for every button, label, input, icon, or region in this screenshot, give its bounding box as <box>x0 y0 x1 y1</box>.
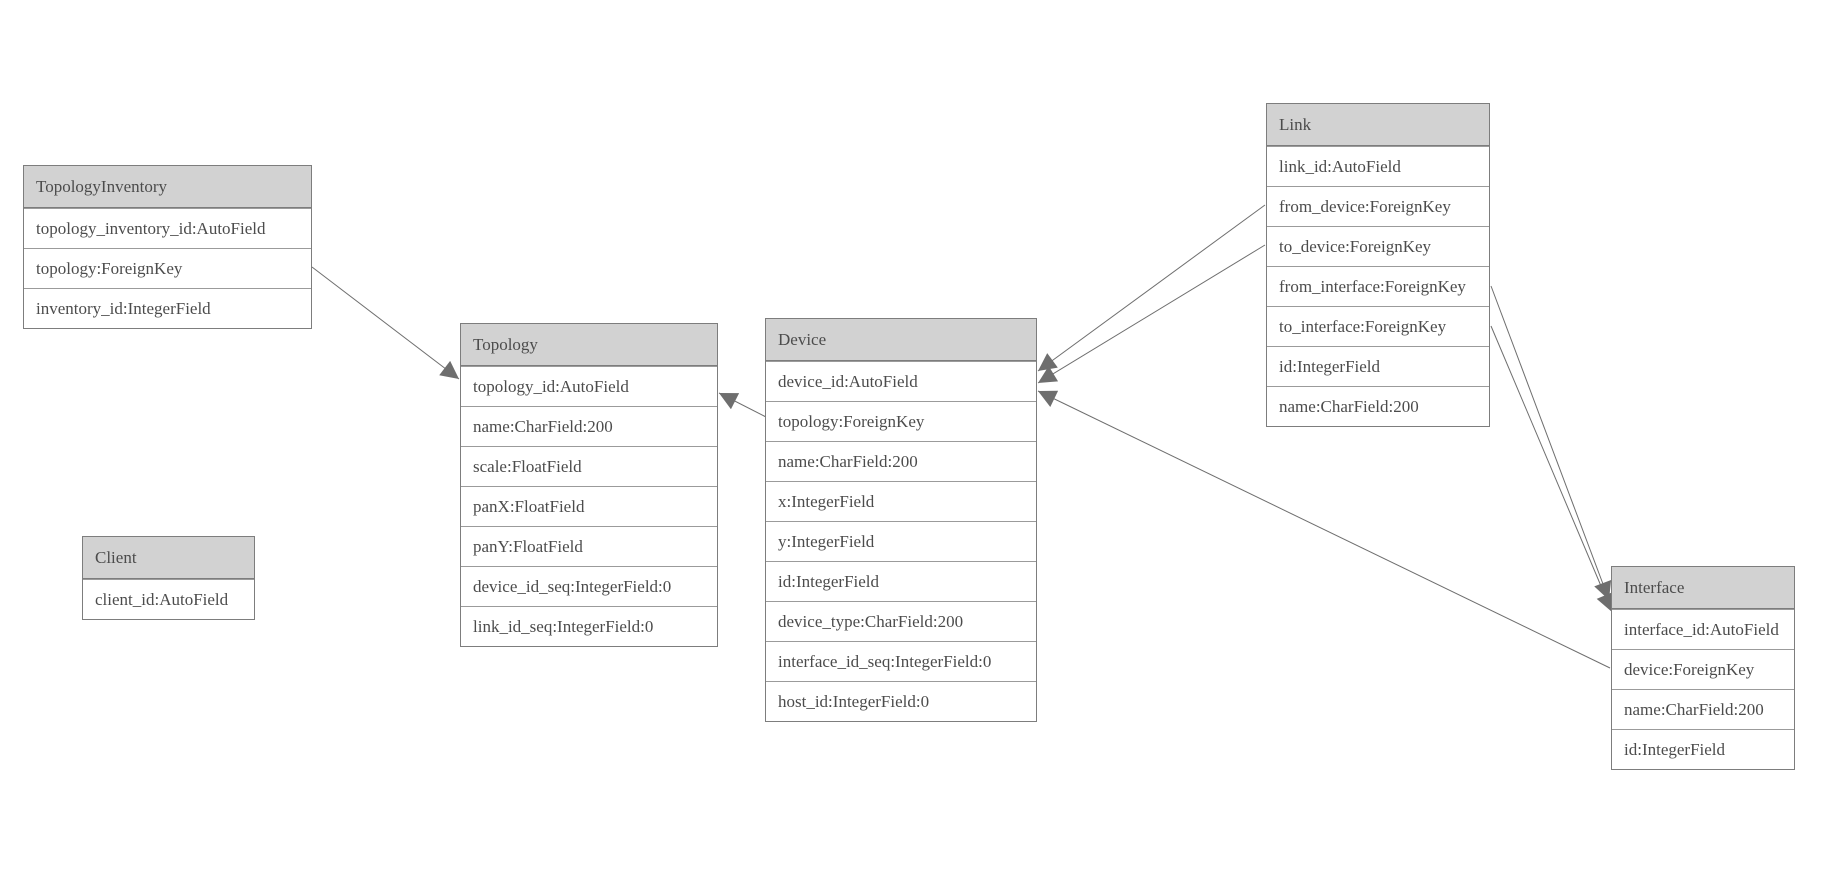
entity-field: device_id:AutoField <box>766 361 1036 401</box>
entity-field: to_interface:ForeignKey <box>1267 306 1489 346</box>
edge-interface-device <box>1037 390 1611 669</box>
entity-field: y:IntegerField <box>766 521 1036 561</box>
edge-link-frominterface-interface <box>1490 285 1612 601</box>
entity-topology: Topology topology_id:AutoField name:Char… <box>460 323 718 647</box>
entity-link: Link link_id:AutoField from_device:Forei… <box>1266 103 1490 427</box>
entity-field: device_type:CharField:200 <box>766 601 1036 641</box>
entity-field: topology:ForeignKey <box>24 248 311 288</box>
entity-field: link_id_seq:IntegerField:0 <box>461 606 717 646</box>
entity-field: name:CharField:200 <box>1612 689 1794 729</box>
edge-link-todevice-device <box>1037 244 1266 384</box>
entity-field: panY:FloatField <box>461 526 717 566</box>
edge-device-topology <box>718 392 767 418</box>
entity-field: id:IntegerField <box>1612 729 1794 769</box>
entity-title: Client <box>83 537 254 579</box>
entity-field: topology_inventory_id:AutoField <box>24 208 311 248</box>
entity-field: topology:ForeignKey <box>766 401 1036 441</box>
entity-field: topology_id:AutoField <box>461 366 717 406</box>
edge-link-fromdevice-device <box>1037 204 1266 372</box>
entity-field: name:CharField:200 <box>1267 386 1489 426</box>
entity-field: name:CharField:200 <box>461 406 717 446</box>
edge-topologyinventory-topology <box>311 266 460 380</box>
entity-field: interface_id_seq:IntegerField:0 <box>766 641 1036 681</box>
entity-field: interface_id:AutoField <box>1612 609 1794 649</box>
entity-title: Device <box>766 319 1036 361</box>
entity-client: Client client_id:AutoField <box>82 536 255 620</box>
entity-title: TopologyInventory <box>24 166 311 208</box>
entity-field: device:ForeignKey <box>1612 649 1794 689</box>
edge-link-tointerface-interface <box>1490 325 1614 613</box>
entity-field: inventory_id:IntegerField <box>24 288 311 328</box>
entity-interface: Interface interface_id:AutoField device:… <box>1611 566 1795 770</box>
entity-field: link_id:AutoField <box>1267 146 1489 186</box>
entity-field: device_id_seq:IntegerField:0 <box>461 566 717 606</box>
entity-topologyinventory: TopologyInventory topology_inventory_id:… <box>23 165 312 329</box>
entity-field: name:CharField:200 <box>766 441 1036 481</box>
entity-device: Device device_id:AutoField topology:Fore… <box>765 318 1037 722</box>
entity-field: from_interface:ForeignKey <box>1267 266 1489 306</box>
entity-field: id:IntegerField <box>766 561 1036 601</box>
entity-field: x:IntegerField <box>766 481 1036 521</box>
entity-field: to_device:ForeignKey <box>1267 226 1489 266</box>
entity-field: panX:FloatField <box>461 486 717 526</box>
entity-field: client_id:AutoField <box>83 579 254 619</box>
entity-title: Topology <box>461 324 717 366</box>
entity-title: Interface <box>1612 567 1794 609</box>
entity-field: from_device:ForeignKey <box>1267 186 1489 226</box>
entity-field: host_id:IntegerField:0 <box>766 681 1036 721</box>
entity-title: Link <box>1267 104 1489 146</box>
entity-field: scale:FloatField <box>461 446 717 486</box>
entity-field: id:IntegerField <box>1267 346 1489 386</box>
